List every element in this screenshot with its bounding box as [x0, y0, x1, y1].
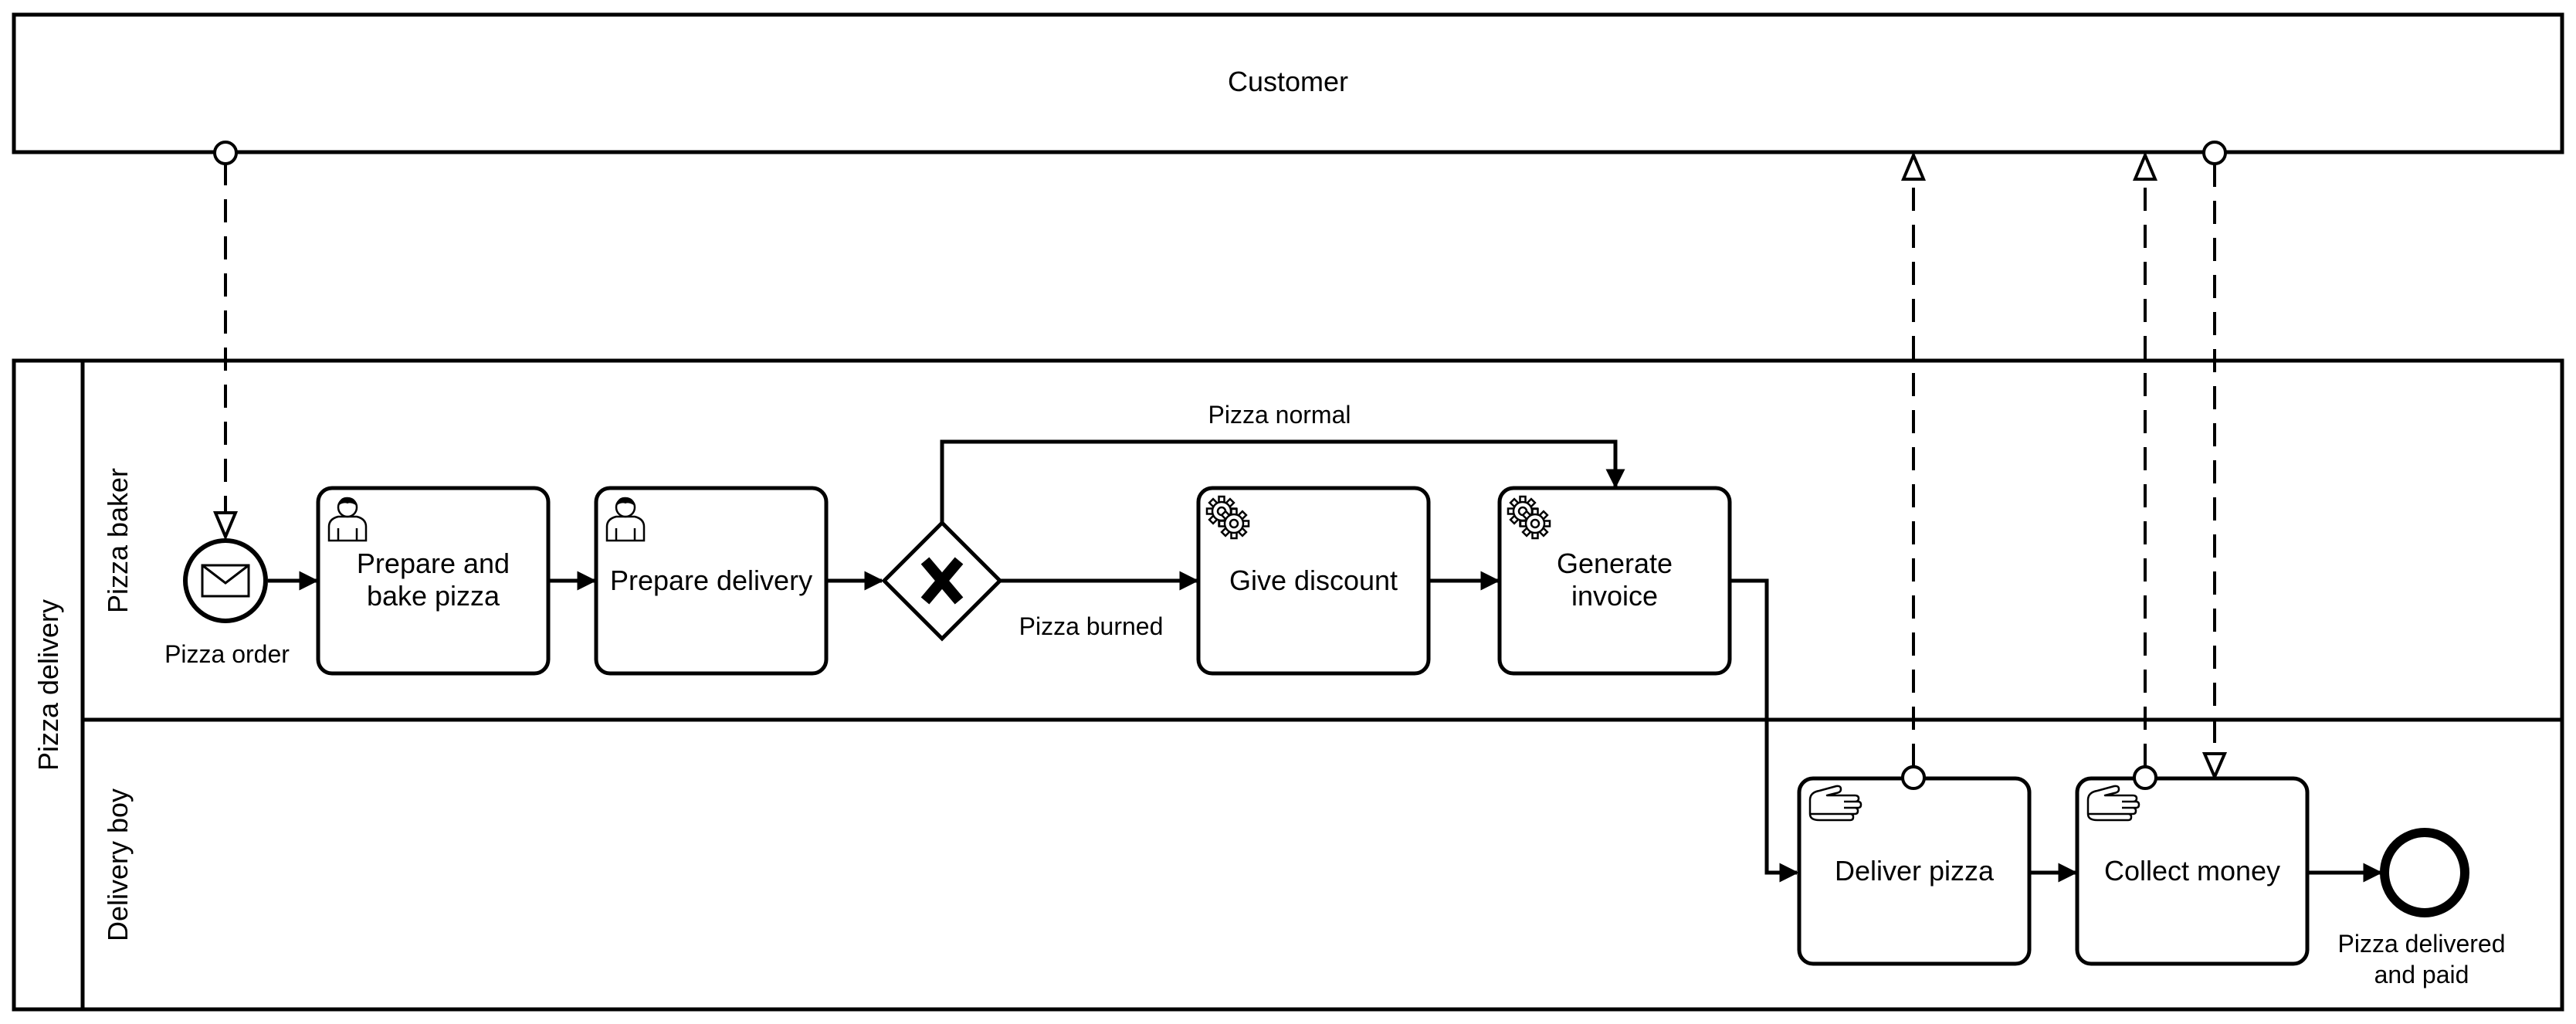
flow-label-normal: Pizza normal — [1208, 401, 1351, 429]
customer-pool[interactable]: Customer — [12, 12, 2564, 154]
start-event[interactable]: Pizza order — [164, 538, 290, 668]
message-source-payment — [2202, 141, 2227, 165]
envelope-icon — [201, 564, 250, 598]
task-label-line-1: Prepare and — [357, 548, 510, 579]
message-target-order — [212, 511, 239, 541]
sequence-flows — [268, 439, 2383, 883]
customer-pool-label: Customer — [1228, 66, 1348, 97]
task-label: Give discount — [1229, 565, 1398, 596]
task-label-line-2: invoice — [1571, 580, 1658, 612]
task-collect-money[interactable]: Collect money — [2075, 776, 2310, 966]
task-generate-invoice[interactable]: Generate invoice — [1497, 486, 1732, 676]
task-shape — [1497, 486, 1732, 676]
lane-baker-label[interactable]: Pizza baker — [102, 468, 134, 613]
end-event-label-line-2: and paid — [2374, 961, 2469, 988]
message-target-payment — [2201, 752, 2228, 782]
task-shape — [2075, 776, 2310, 966]
task-prepare-delivery[interactable]: Prepare delivery — [594, 486, 829, 676]
task-label: Collect money — [2104, 855, 2280, 887]
pizza-delivery-pool[interactable]: Pizza delivery Pizza baker Delivery boy — [12, 358, 2564, 1012]
gateway-x-icon — [920, 557, 964, 605]
task-label: Deliver pizza — [1835, 855, 1995, 887]
end-event[interactable]: Pizza delivered and paid — [2338, 828, 2506, 988]
end-event-circle — [2380, 828, 2469, 917]
task-label-line-1: Generate — [1557, 548, 1673, 579]
message-source-order — [213, 141, 238, 165]
task-label: Prepare delivery — [610, 565, 812, 596]
flow-invoice-to-deliver[interactable] — [1731, 578, 1799, 883]
start-event-label: Pizza order — [164, 640, 290, 668]
task-shape — [1196, 486, 1431, 676]
task-prepare-and-bake[interactable]: Prepare and bake pizza — [316, 486, 551, 676]
task-label-line-2: bake pizza — [367, 580, 500, 612]
end-event-label-line-1: Pizza delivered — [2338, 930, 2506, 958]
task-deliver-pizza[interactable]: Deliver pizza — [1797, 776, 2032, 966]
message-target-deliver — [1900, 151, 1927, 181]
task-give-discount[interactable]: Give discount — [1196, 486, 1431, 676]
customer-pool-shape — [12, 12, 2564, 154]
message-source-receipt-marker — [2133, 765, 2157, 790]
exclusive-gateway[interactable] — [881, 520, 1003, 642]
flow-label-burned: Pizza burned — [1019, 612, 1164, 640]
message-target-receipt — [2132, 151, 2158, 181]
message-source-deliver-marker — [1901, 765, 1926, 790]
task-shape — [594, 486, 829, 676]
lane-delivery-label[interactable]: Delivery boy — [102, 788, 134, 941]
task-shape — [316, 486, 551, 676]
process-pool-label: Pizza delivery — [32, 599, 64, 771]
flow-pizza-normal[interactable] — [940, 439, 1625, 523]
